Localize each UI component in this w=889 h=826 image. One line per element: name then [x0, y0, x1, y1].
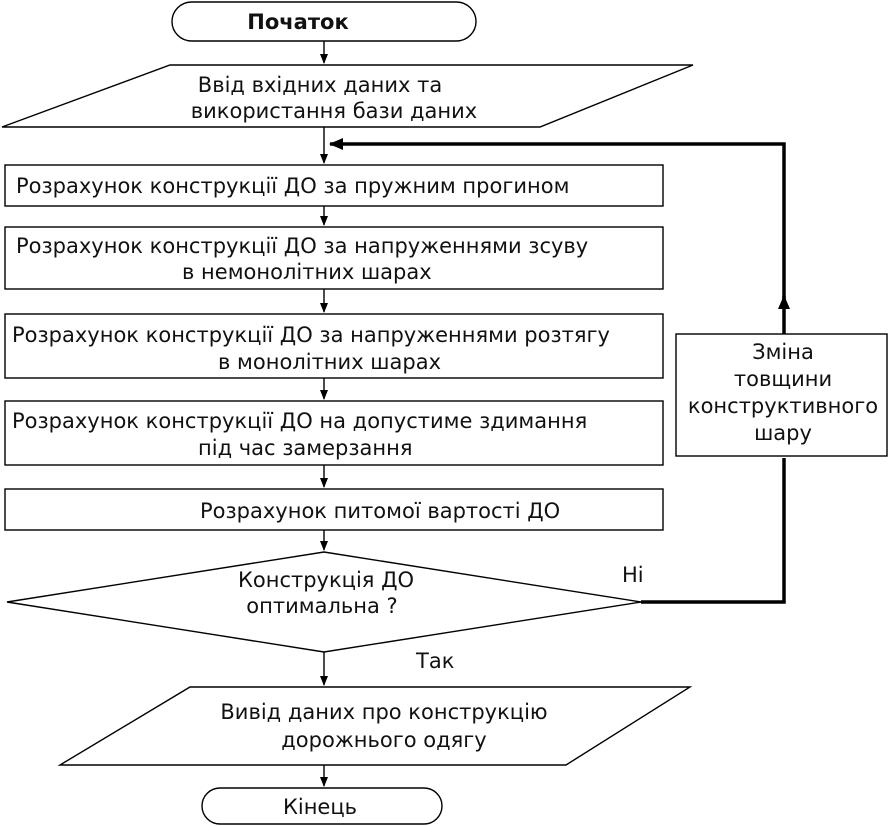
decision-line-1: Конструкція ДО — [238, 568, 414, 592]
step3-line-2: в монолітних шарах — [218, 350, 441, 374]
input-line-2: використання бази даних — [191, 99, 477, 123]
input-block: Ввід вхідних даних та використання бази … — [1, 64, 694, 128]
change-block — [675, 333, 888, 457]
loop-decision-to-change — [641, 458, 786, 604]
step3-line-1: Розрахунок конструкції ДО за напруженням… — [12, 323, 610, 347]
decision-block: Конструкція ДО оптимальна ? — [6, 551, 642, 653]
step1-block: Розрахунок конструкції ДО за пружним про… — [4, 164, 664, 207]
no-label: Ні — [622, 563, 644, 587]
output-block: Вивід даних про конструкцію дорожнього о… — [57, 686, 693, 766]
change-line-4: шару — [754, 421, 812, 445]
end-label: Кінець — [283, 795, 357, 819]
step2-line-2: в немонолітних шарах — [182, 260, 432, 284]
step2-block: Розрахунок конструкції ДО за напруженням… — [4, 226, 664, 290]
end-terminator: Кінець — [201, 787, 443, 825]
step4-line-2: під час замерзання — [198, 436, 413, 460]
step2-line-1: Розрахунок конструкції ДО за напруженням… — [16, 234, 588, 258]
loop-change-to-step1 — [329, 138, 786, 300]
output-line-1: Вивід даних про конструкцію — [220, 700, 547, 724]
start-label: Початок — [247, 10, 348, 34]
decision-line-2: оптимальна ? — [246, 594, 397, 618]
step5-label: Розрахунок питомої вартості ДО — [200, 499, 560, 523]
change-line-1: Зміна — [752, 340, 814, 364]
change-line-3: конструктивного — [688, 394, 878, 418]
change-line-2: товщини — [734, 367, 832, 391]
yes-label: Так — [415, 649, 454, 673]
step1-label: Розрахунок конструкції ДО за пружним про… — [16, 174, 569, 198]
output-line-2: дорожнього одягу — [281, 728, 486, 752]
step3-block: Розрахунок конструкції ДО за напруженням… — [4, 313, 664, 379]
step4-line-1: Розрахунок конструкції ДО на допустиме з… — [12, 409, 587, 433]
start-terminator: Початок — [171, 1, 477, 42]
step4-block: Розрахунок конструкції ДО на допустиме з… — [4, 400, 664, 466]
step5-block: Розрахунок питомої вартості ДО — [4, 488, 664, 531]
input-line-1: Ввід вхідних даних та — [198, 73, 442, 97]
